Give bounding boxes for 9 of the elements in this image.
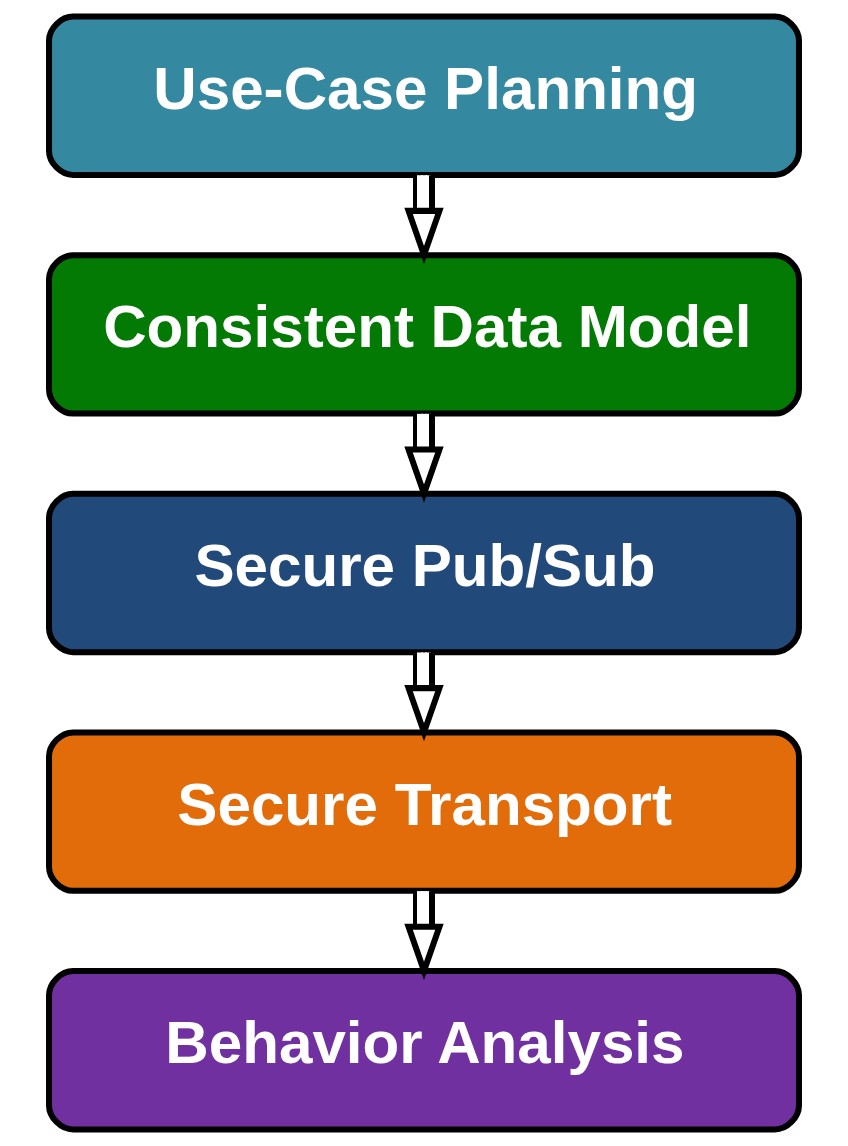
node-box: Consistent Data Model [46,252,802,417]
arrow [404,175,444,265]
node-box: Use-Case Planning [46,13,802,178]
arrow [404,891,444,980]
node-box: Secure Pub/Sub [46,490,802,656]
node-box: Secure Transport [46,729,802,894]
arrow [404,652,444,742]
arrow [404,413,444,503]
node-box: Behavior Analysis [46,968,802,1133]
